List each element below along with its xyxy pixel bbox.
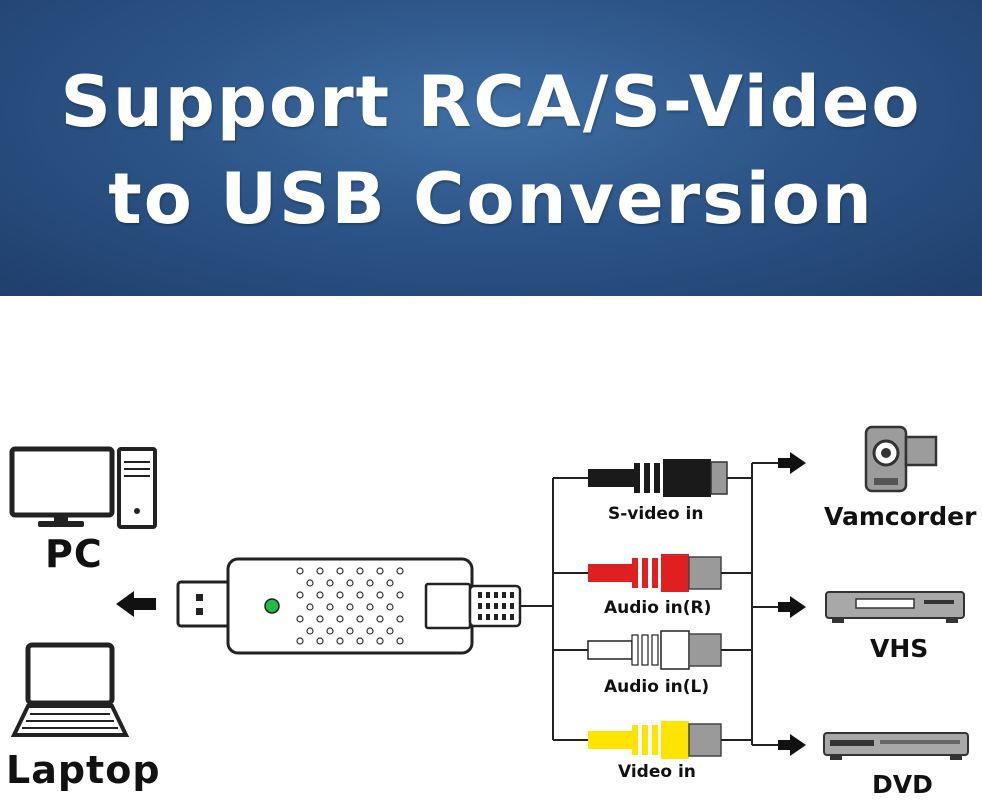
svideo-label: S-video in [608,504,704,524]
video-label: Video in [618,762,696,782]
usb-capture-dongle-icon [176,557,522,655]
camcorder-label: Vamcorder [824,502,977,531]
desktop-pc-icon [9,446,157,529]
audio-r-label: Audio in(R) [604,598,712,618]
pc-label: PC [45,532,103,576]
dvd-player-icon [823,732,969,760]
audio-l-plug-icon [587,630,722,670]
camcorder-icon [864,425,938,493]
vhs-label: VHS [870,634,929,663]
vhs-player-icon [825,591,965,623]
arrow-right-icon [778,596,806,618]
arrow-left-icon [116,591,156,617]
laptop-label: Laptop [6,748,161,792]
banner-title-line-2: to USB Conversion [108,158,874,240]
video-plug-icon [588,721,722,759]
cable-bracket-left [520,477,590,741]
title-banner: Support RCA/S-Video to USB Conversion [0,0,982,296]
laptop-icon [10,642,130,737]
audio-l-label: Audio in(L) [604,677,710,697]
arrow-right-icon [778,734,806,756]
cable-bracket-right [721,462,778,746]
audio-r-plug-icon [588,554,722,592]
banner-title-line-1: Support RCA/S-Video [60,61,922,143]
dvd-label: DVD [872,770,933,799]
svideo-plug-icon [588,459,728,497]
arrow-right-icon [778,452,806,474]
